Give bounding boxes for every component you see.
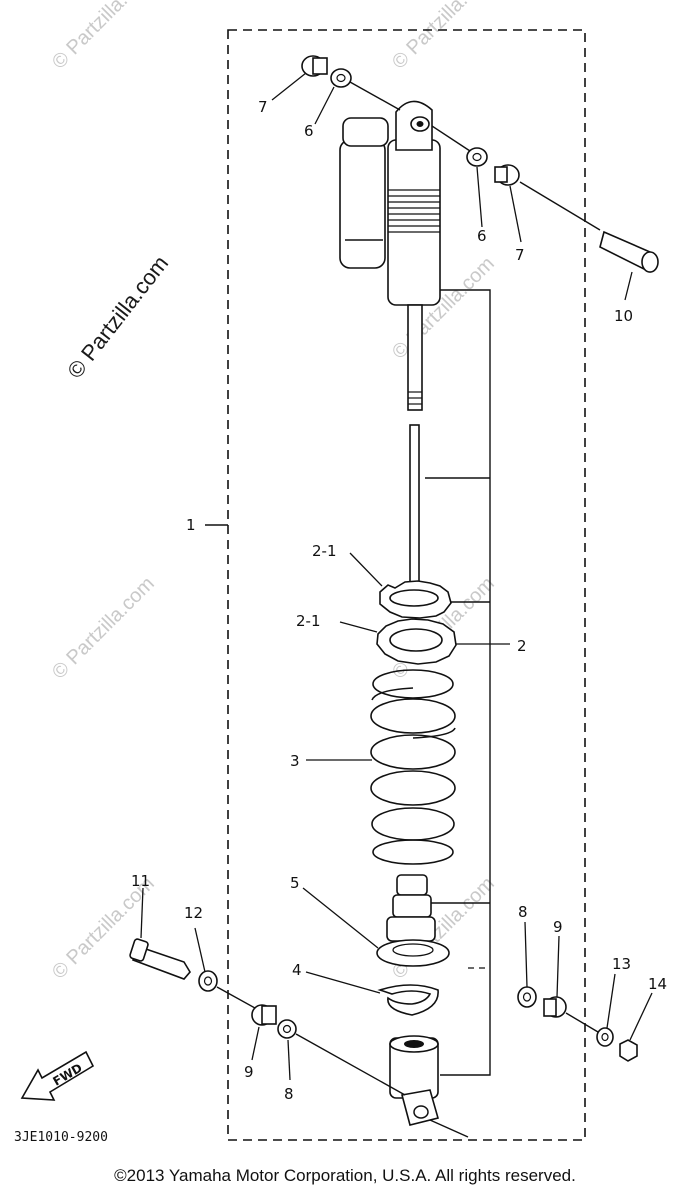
callout-10: 10 — [614, 307, 633, 325]
copyright-notice: ©2013 Yamaha Motor Corporation, U.S.A. A… — [114, 1166, 576, 1185]
callout-4: 4 — [292, 961, 302, 979]
callout-7: 7 — [258, 98, 268, 116]
callout-9: 9 — [244, 1063, 254, 1081]
callout-2: 2 — [517, 637, 527, 655]
callout-2-1: 2-1 — [312, 542, 337, 560]
callout-8: 8 — [284, 1085, 294, 1103]
callout-1: 1 — [186, 516, 196, 534]
spring-adjuster-nuts — [376, 580, 457, 665]
upper-hardware — [301, 55, 659, 274]
lower-hardware — [129, 938, 638, 1138]
lower-clevis — [389, 1035, 439, 1126]
leader-lines — [140, 72, 653, 1081]
callout-2-1: 2-1 — [296, 612, 321, 630]
assembly-bracket — [425, 289, 491, 1076]
bump-stop — [386, 874, 436, 942]
callout-14: 14 — [648, 975, 667, 993]
callout-5: 5 — [290, 874, 300, 892]
callout-11: 11 — [131, 872, 150, 890]
callout-12: 12 — [184, 904, 203, 922]
callout-3: 3 — [290, 752, 300, 770]
watermark: © Partzilla.com — [388, 0, 499, 74]
callout-7: 7 — [515, 246, 525, 264]
spring — [370, 669, 456, 865]
assembly-boundary — [227, 29, 586, 1141]
callout-13: 13 — [612, 955, 631, 973]
callout-labels: 1 2 2-1 2-1 3 4 5 6 6 7 7 8 8 9 9 10 11 … — [131, 98, 667, 1103]
watermark: © Partzilla.com — [48, 573, 159, 684]
callout-9: 9 — [553, 918, 563, 936]
watermark-main: © Partzilla.com — [62, 251, 173, 383]
watermark: © Partzilla.com — [48, 0, 159, 74]
callout-6: 6 — [477, 227, 487, 245]
construction-line — [468, 967, 490, 969]
spring-seat — [376, 939, 450, 1016]
callout-8: 8 — [518, 903, 528, 921]
callout-6: 6 — [304, 122, 314, 140]
part-code: 3JE1010-9200 — [14, 1130, 108, 1145]
fwd-arrow-icon: FWD — [20, 1050, 95, 1101]
reservoir — [339, 117, 389, 269]
shock-body-upper — [387, 100, 441, 411]
